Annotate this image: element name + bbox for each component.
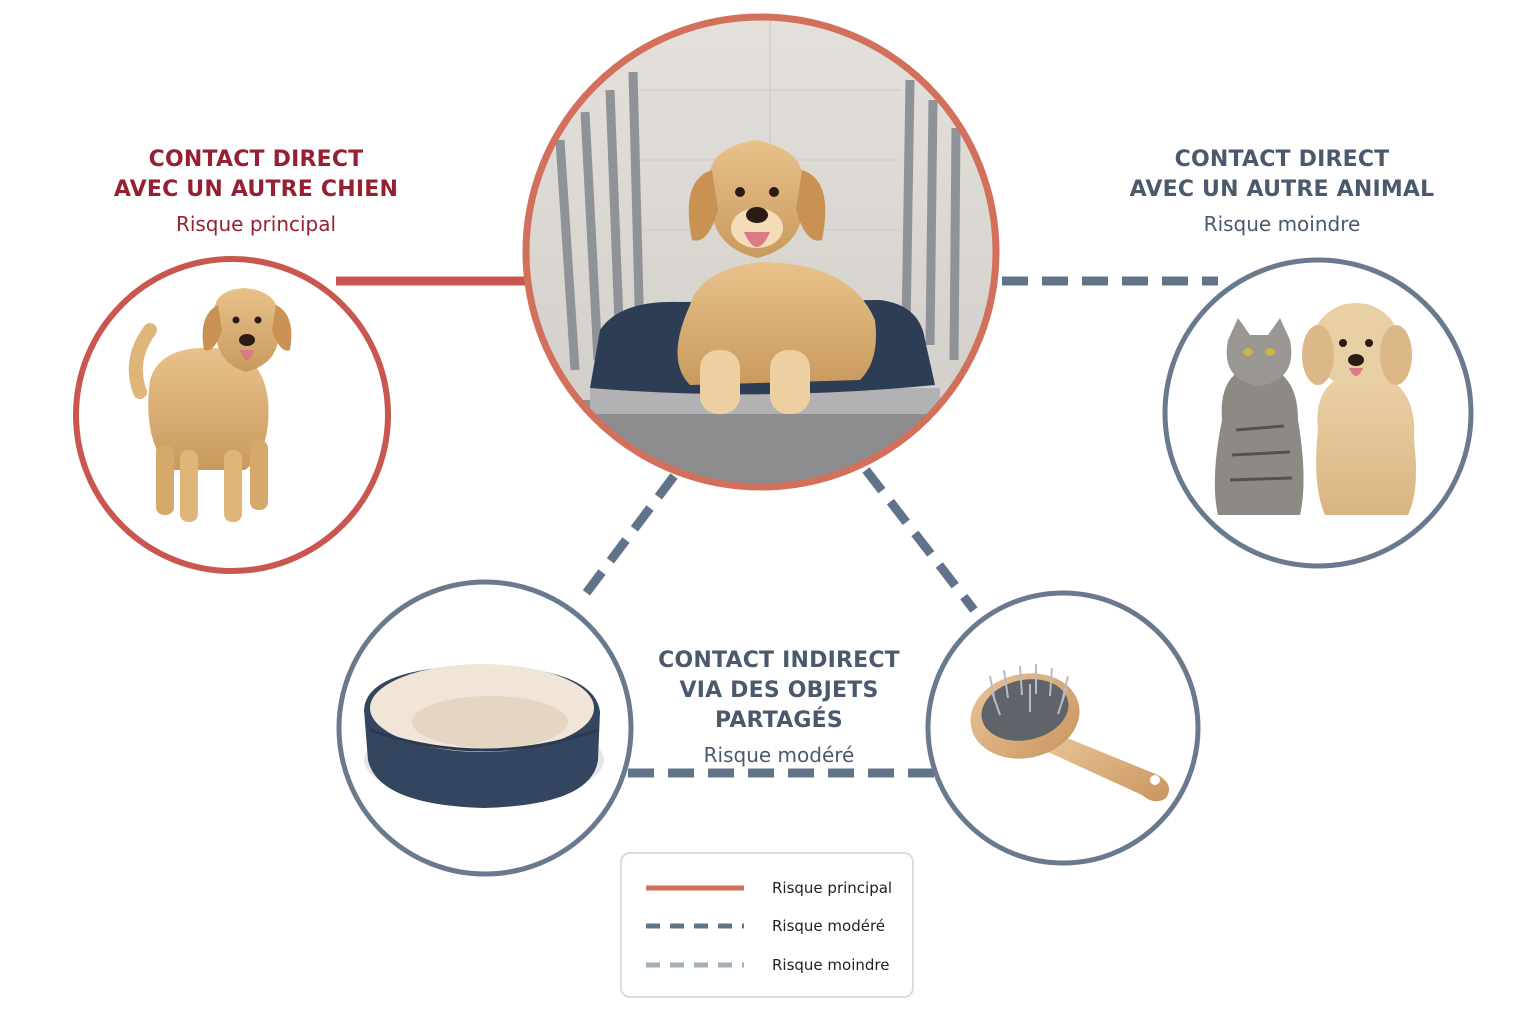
label-indirect-title-line2: VIA DES OBJETS PARTAGÉS [679, 678, 879, 733]
label-animal-subtitle: Risque moindre [1203, 212, 1361, 236]
legend-label-moderate: Risque modéré [772, 917, 886, 935]
legend-swatch-main [646, 885, 744, 891]
legend-label-main: Risque principal [772, 879, 893, 897]
label-indirect-title-line1: CONTACT INDIRECT [658, 648, 900, 673]
label-dog-title-line1: CONTACT DIRECT [148, 147, 364, 172]
legend-item-main: Risque principal [646, 876, 892, 900]
label-contact-indirect: CONTACT INDIRECT VIA DES OBJETS PARTAGÉS… [628, 646, 930, 770]
label-indirect-subtitle: Risque modéré [703, 743, 855, 767]
pet-brush-photo [925, 590, 1201, 866]
legend-label-minor: Risque moindre [772, 956, 890, 974]
standing-dog-photo [73, 256, 391, 574]
connector-bed-dashed [574, 473, 678, 607]
legend-item-minor: Risque moindre [646, 953, 889, 977]
label-animal-title-line2: AVEC UN AUTRE ANIMAL [1129, 177, 1435, 202]
label-animal-title-line1: CONTACT DIRECT [1174, 147, 1390, 172]
legend-item-moderate: Risque modéré [646, 914, 885, 938]
label-dog-subtitle: Risque principal [175, 212, 337, 236]
dog-in-kennel-photo [522, 13, 1000, 491]
label-contact-dog: CONTACT DIRECT AVEC UN AUTRE CHIEN Risqu… [96, 145, 416, 239]
legend-swatch-moderate [646, 923, 744, 929]
connector-brush-dashed [862, 467, 978, 613]
legend-swatch-minor [646, 962, 744, 968]
label-contact-animal: CONTACT DIRECT AVEC UN AUTRE ANIMAL Risq… [1120, 145, 1444, 239]
dog-bed-photo [336, 579, 634, 877]
cat-and-dog-photo [1162, 257, 1474, 569]
legend-box: Risque principal Risque modéré Risque mo… [620, 852, 914, 998]
label-dog-title-line2: AVEC UN AUTRE CHIEN [113, 177, 399, 202]
